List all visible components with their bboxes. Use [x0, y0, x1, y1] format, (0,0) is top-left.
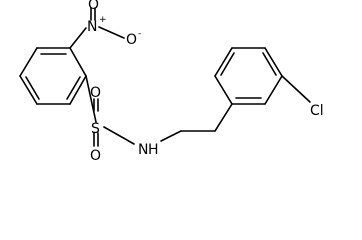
ch2-ring-bond: [214, 103, 233, 132]
ring-b-double-3: [220, 52, 235, 76]
sulfur-label: S: [91, 121, 100, 137]
c-cl-bond: [281, 75, 311, 103]
ring-b-bond-5: [214, 47, 233, 77]
ring-b-double-2: [262, 52, 277, 76]
ring-a-bond-3: [69, 75, 87, 105]
sulfonyl-o-top-label: O: [90, 85, 101, 101]
nitrobenzene-ring: [19, 47, 87, 105]
ring-a-bond-5: [19, 75, 38, 105]
ring-a-double-3: [25, 76, 40, 100]
sulfonyl-o-bottom-label: O: [90, 148, 101, 164]
ring-a-bond-6: [19, 47, 38, 77]
nitro-o-double-label: O: [88, 0, 99, 13]
sulfonyl-group: S O O: [85, 75, 135, 164]
molecule-diagram: N + O O - S O O N H Cl: [19, 0, 324, 164]
nitro-o-single-label: O: [126, 32, 137, 48]
amine-h-label: H: [148, 142, 159, 158]
n-ch2-bond: [160, 130, 182, 142]
ring-b-bond-3: [264, 47, 283, 77]
ring-b-bond-2: [264, 75, 283, 105]
nitro-group: N + O O -: [69, 0, 141, 49]
nitro-n-label: N: [87, 19, 97, 35]
nitro-o-charge: -: [138, 29, 141, 39]
s-n-bond: [103, 126, 135, 145]
amine-linker: N H: [138, 103, 233, 158]
c-n-nitro-bond: [69, 27, 87, 49]
ring-a-bond-2: [69, 47, 87, 77]
ring-a-double-2: [66, 76, 81, 100]
n-o-single-bond: [98, 26, 125, 39]
chlorine-label: Cl: [310, 103, 324, 119]
ring-b-bond-6: [214, 75, 233, 105]
chlorophenyl-ring: Cl: [214, 47, 324, 119]
amine-n-label: N: [138, 142, 148, 158]
nitro-n-charge: +: [99, 15, 107, 25]
c-s-bond: [85, 75, 97, 123]
